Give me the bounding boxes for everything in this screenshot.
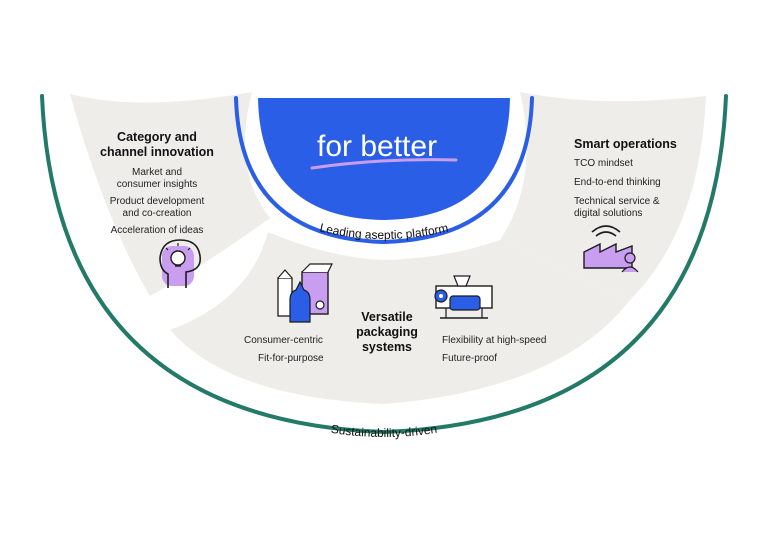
brand-dome xyxy=(258,98,510,220)
smart-panel xyxy=(500,92,706,300)
category-item: Product development xyxy=(109,196,205,207)
category-title: Category and channel innovation xyxy=(96,130,218,160)
sustainability-label: Sustainability-driven xyxy=(330,422,438,440)
category-item: Market and xyxy=(131,167,183,178)
smart-factory-icon xyxy=(583,225,639,273)
smart-item: Technical service & xyxy=(574,196,660,207)
packaging-title-line: systems xyxy=(361,340,413,354)
category-panel xyxy=(70,92,270,296)
category-title-line1: Category and xyxy=(117,130,197,144)
packaging-right-item: Flexibility at high-speed xyxy=(442,335,547,346)
smart-item: End-to-end thinking xyxy=(574,177,661,188)
packaging-left-item: Consumer-centric xyxy=(244,335,323,346)
brand-underline xyxy=(310,158,458,170)
brand-text: for better xyxy=(317,130,438,163)
packaging-title-line: packaging xyxy=(356,325,418,339)
category-list: Market and consumer insights Product dev… xyxy=(96,167,218,237)
packages-icon xyxy=(277,263,333,323)
category-item: Acceleration of ideas xyxy=(110,225,204,236)
sustainability-arc xyxy=(40,94,728,435)
smart-item: TCO mindset xyxy=(574,158,633,169)
packaging-left-item: Fit-for-purpose xyxy=(258,353,324,364)
category-title-line2: channel innovation xyxy=(100,145,214,159)
lightbulb-head-icon xyxy=(159,239,202,288)
filling-machine-icon xyxy=(434,275,493,319)
platform-label: Leading aseptic platform xyxy=(318,221,449,242)
platform-arc xyxy=(234,96,534,245)
smart-item: digital solutions xyxy=(574,208,643,219)
packaging-title: Versatile packaging systems xyxy=(342,310,432,355)
packaging-left-list: Consumer-centric Fit-for-purpose xyxy=(244,335,334,365)
packaging-right-item: Future-proof xyxy=(442,353,498,364)
category-item: and co-creation xyxy=(122,208,192,219)
packaging-right-list: Flexibility at high-speed Future-proof xyxy=(442,335,547,365)
smart-list: TCO mindset End-to-end thinking Technica… xyxy=(574,158,661,220)
category-item: consumer insights xyxy=(116,179,198,190)
packaging-title-line: Versatile xyxy=(361,310,413,324)
smart-title: Smart operations xyxy=(574,137,677,151)
